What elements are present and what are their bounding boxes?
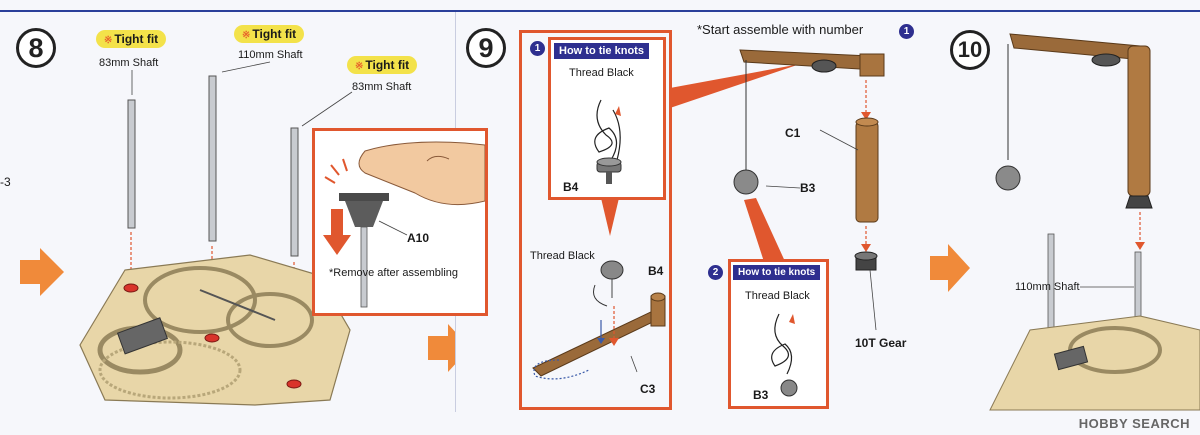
shaft-83-left xyxy=(127,99,136,229)
edge-label: -3 xyxy=(0,175,11,189)
tight-fit-badge-3: ※Tight fit xyxy=(347,56,418,74)
step-9-arm-illustration xyxy=(733,49,885,331)
start-note: *Start assemble with number xyxy=(697,22,864,37)
knot2-illustration xyxy=(771,313,798,397)
shaft-label-83-right: 83mm Shaft xyxy=(352,81,412,93)
flow-arrow-mid xyxy=(428,324,455,372)
knot1-thread: Thread Black xyxy=(569,67,634,79)
step-10-illustration xyxy=(930,33,1200,411)
step-8-illustration xyxy=(20,61,455,406)
step-9-number: 9 xyxy=(466,28,506,68)
start-note-badge: 1 xyxy=(899,24,914,39)
flow-arrow-right xyxy=(930,244,970,292)
knot1-illustration xyxy=(594,99,622,184)
c1-label: C1 xyxy=(785,126,801,140)
part-a10-label: A10 xyxy=(407,231,430,245)
shaft-83-right xyxy=(290,127,299,257)
shaft-110 xyxy=(208,75,217,242)
watermark: HOBBY SEARCH xyxy=(1078,416,1190,431)
knot2-badge: 2 xyxy=(708,265,723,280)
tight-fit-badge-2: ※Tight fit xyxy=(234,25,305,43)
knot1-badge: 1 xyxy=(530,41,545,56)
shaft-label-110: 110mm Shaft xyxy=(238,49,303,61)
finger-press-illustration xyxy=(323,141,485,308)
step-10-number: 10 xyxy=(950,30,990,70)
flow-arrow-left xyxy=(20,248,64,296)
step-9-knot-frame xyxy=(519,30,672,410)
knot1-box: How to tie knots Thread Black B4 xyxy=(548,37,666,200)
frame-top-line xyxy=(0,10,1200,12)
b3-label: B3 xyxy=(800,181,816,195)
c3-label: C3 xyxy=(640,382,656,396)
knot2-thread: Thread Black xyxy=(745,290,810,302)
shaft-label-83-left: 83mm Shaft xyxy=(99,57,159,69)
step-8-number: 8 xyxy=(16,28,56,68)
thread-black-label: Thread Black xyxy=(530,250,595,262)
callout-connector xyxy=(670,64,800,108)
remove-note: *Remove after assembling xyxy=(329,267,459,279)
tight-fit-badge-1: ※Tight fit xyxy=(96,30,167,48)
step-9-left-illustration xyxy=(532,198,666,380)
step-10-shaft-label: 110mm Shaft xyxy=(1015,281,1080,293)
knot2-box: How to tie knots Thread Black B3 xyxy=(728,259,829,409)
knot2-part: B3 xyxy=(753,388,769,402)
knot1-part: B4 xyxy=(563,180,579,194)
b4-label: B4 xyxy=(648,264,664,278)
knot2-title: How to tie knots xyxy=(733,265,821,280)
step-8-detail-box: A10 *Remove after assembling xyxy=(312,128,488,316)
knot1-title: How to tie knots xyxy=(554,43,649,59)
gear-label: 10T Gear xyxy=(855,336,907,350)
